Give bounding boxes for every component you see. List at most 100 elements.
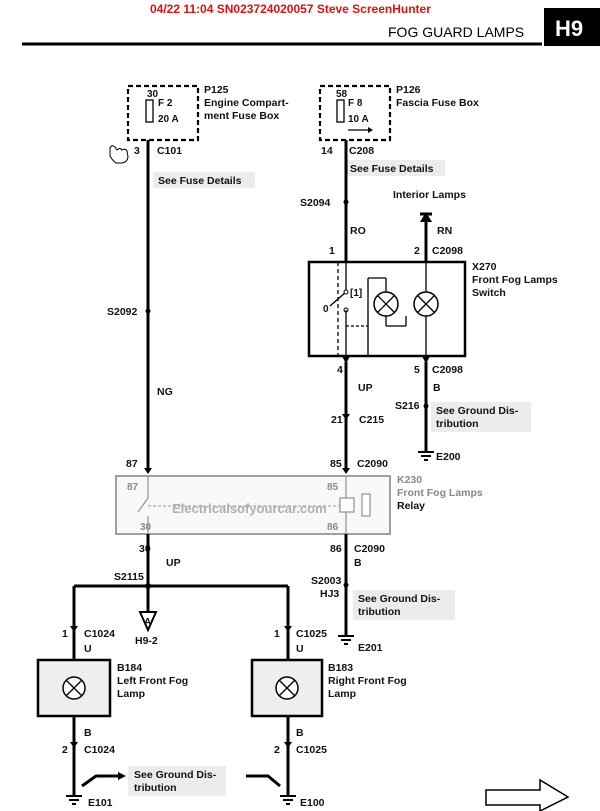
page-code-badge (544, 8, 600, 46)
c101-pin: 3 (134, 145, 140, 157)
left-lamp-desc-2: Lamp (117, 688, 145, 700)
switch-desc-2: Switch (472, 287, 506, 299)
wire-u-left-label: U (84, 643, 92, 655)
right-lamp-conn-top: C1025 (296, 628, 327, 640)
right-lamp-bottom-connector-icon (284, 742, 292, 748)
splice-s2094 (343, 199, 349, 205)
relay-coil-icon (339, 497, 355, 513)
ground-note-bottom-bg (128, 766, 226, 796)
switch-pos-0: 0 (323, 304, 329, 315)
fuse-box-p125: 30 F 2 20 A P125 Engine Compart- ment Fu… (126, 84, 289, 142)
fuse-p126-desc: Fascia Fuse Box (396, 97, 479, 109)
wire-ro-label: RO (350, 225, 366, 237)
interior-lamps-label: Interior Lamps (393, 189, 466, 201)
c208-pin: 14 (321, 145, 333, 157)
c208-label: C208 (349, 145, 374, 157)
ground-e101-icon (66, 795, 82, 805)
fuse-box-p125-outline (126, 84, 200, 142)
ground-note-e201-bg (353, 590, 455, 620)
fuse-p126-rating: 10 A (348, 114, 369, 125)
wire-up-2-label: UP (166, 557, 181, 569)
relay-desc-1: Front Fog Lamps (397, 487, 483, 499)
wire-b-left-label: B (84, 727, 92, 739)
ground-e200-icon (418, 451, 434, 461)
left-lamp-x-2 (65, 679, 83, 697)
ground-e201-label: E201 (358, 642, 383, 654)
ground-bottom-note-1[interactable]: See Ground Dis- (134, 769, 217, 781)
switch-id: X270 (472, 261, 497, 273)
switch-pin-1: 1 (329, 245, 335, 257)
page-code: H9 (555, 16, 583, 41)
switch-contact-1 (343, 289, 349, 295)
relay-pin-30-out: 30 (139, 543, 151, 555)
wire-up-1-label: UP (358, 382, 373, 394)
right-lamp-pin-2: 2 (274, 744, 280, 756)
ground-e101-label: E101 (88, 797, 113, 809)
c101-label: C101 (157, 145, 182, 157)
wire-b-2-label: B (354, 557, 362, 569)
c215-label: C215 (359, 414, 384, 426)
s2092-label: S2092 (107, 306, 138, 318)
s2094-label: S2094 (300, 197, 331, 209)
lamp-x-4 (417, 295, 435, 313)
switch-pos-1: [1] (350, 288, 362, 299)
wire-ng-label: NG (157, 386, 173, 398)
wire-b-right-label: B (296, 727, 304, 739)
switch-pin-2: 2 (414, 245, 420, 257)
fuse-p125-desc-1: Engine Compart- (204, 97, 289, 109)
fuse-p125-id: P125 (204, 84, 229, 96)
switch-desc-1: Front Fog Lamps (472, 274, 558, 286)
page-ref-arrow-icon (138, 611, 158, 633)
right-lamp-x-2 (278, 679, 296, 697)
page-ref-h9-2[interactable]: H9-2 (135, 635, 158, 647)
fuse-box-p126-outline (318, 84, 392, 142)
left-lamp-pin-1: 1 (62, 628, 68, 640)
hj3-label: HJ3 (320, 588, 339, 600)
left-lamp-pin-2: 2 (62, 744, 68, 756)
ground-e100-label: E100 (300, 797, 325, 809)
relay-resistor-icon (361, 493, 371, 517)
relay-k230-box (115, 475, 391, 535)
fuse-details-link-left[interactable]: See Fuse Details (158, 175, 242, 187)
splice-s2092 (145, 308, 151, 314)
splice-s216 (423, 403, 429, 409)
fuse-p125-rating: 20 A (158, 114, 179, 125)
right-lamp-desc-2: Lamp (328, 688, 356, 700)
lamp-x-2 (377, 295, 395, 313)
relay-desc-2: Relay (397, 500, 425, 512)
left-lamp-desc-1: Left Front Fog (117, 675, 188, 687)
switch-pin-4: 4 (337, 364, 343, 376)
ground-e100-icon (280, 795, 296, 805)
ground-e200-note-1[interactable]: See Ground Dis- (436, 405, 519, 417)
left-lamp-conn-bottom: C1024 (84, 744, 115, 756)
s2115-label: S2115 (114, 571, 144, 583)
relay-pin-86-out: 86 (330, 543, 342, 555)
right-lamp-connector-icon (284, 626, 292, 632)
switch-internals: 0 [1] (323, 262, 439, 357)
left-lamp-connector-icon (70, 626, 78, 632)
left-fog-lamp-box (36, 658, 112, 718)
ground-note-e200-bg (431, 402, 531, 432)
right-lamp-conn-bottom: C1025 (296, 744, 327, 756)
fuse-box-p126: 58 F 8 10 A P126 Fascia Fuse Box (318, 84, 479, 142)
fuse-details-note-right-bg (345, 160, 445, 176)
ground-e200-note-2[interactable]: tribution (436, 418, 479, 430)
next-page-arrow-icon[interactable] (485, 778, 570, 811)
wire-rn-label: RN (437, 225, 452, 237)
relay-pin-85: 85 (330, 458, 342, 470)
ground-bottom-note-2[interactable]: tribution (134, 782, 177, 794)
c215-pin: 21 (331, 414, 343, 426)
right-lamp-pin-1: 1 (274, 628, 280, 640)
ground-e201-icon (338, 635, 354, 645)
ground-e201-note-1[interactable]: See Ground Dis- (358, 593, 441, 605)
left-lamp-conn-top: C1024 (84, 628, 115, 640)
fuse-p125-pin: 30 (147, 89, 159, 100)
right-lamp-id: B183 (328, 662, 353, 674)
splice-s2003 (343, 582, 349, 588)
fuse-icon (336, 99, 345, 123)
switch-conn-top: C2098 (432, 245, 463, 257)
fuse-details-link-right[interactable]: See Fuse Details (350, 163, 434, 175)
right-lamp-desc-1: Right Front Fog (328, 675, 407, 687)
ground-e201-note-2[interactable]: tribution (358, 606, 401, 618)
